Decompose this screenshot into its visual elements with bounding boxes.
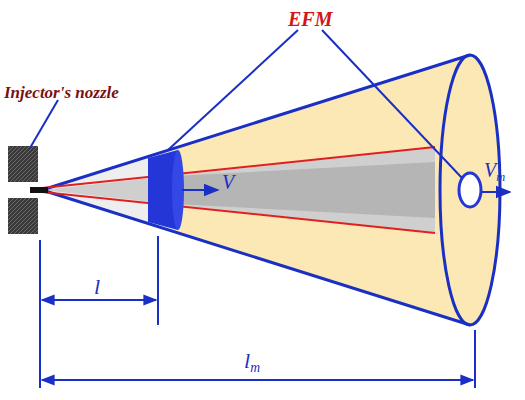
leader-line [168,30,298,150]
velocity-label: V [222,172,234,192]
leader-line [30,100,58,148]
cone-base [440,55,500,325]
nozzle-body [8,198,38,234]
efm-far [459,173,481,207]
nozzle-tip [30,187,48,193]
dimension-line [42,299,156,301]
extension-line [40,236,475,388]
velocity-label: Vm [484,160,505,183]
dimension-line [42,379,473,381]
velocity-arrow [482,191,510,193]
nozzle-body [8,146,38,182]
core-edge [42,147,435,233]
spray-core [42,147,435,233]
leader-line [322,30,462,178]
dimension-label: lm [244,350,260,375]
velocity-arrow [182,189,218,191]
dimension-label: l [94,276,100,298]
spray-cone-fill [175,55,470,325]
part-label: Injector's nozzle [4,84,119,101]
part-label: EFM [288,9,332,29]
